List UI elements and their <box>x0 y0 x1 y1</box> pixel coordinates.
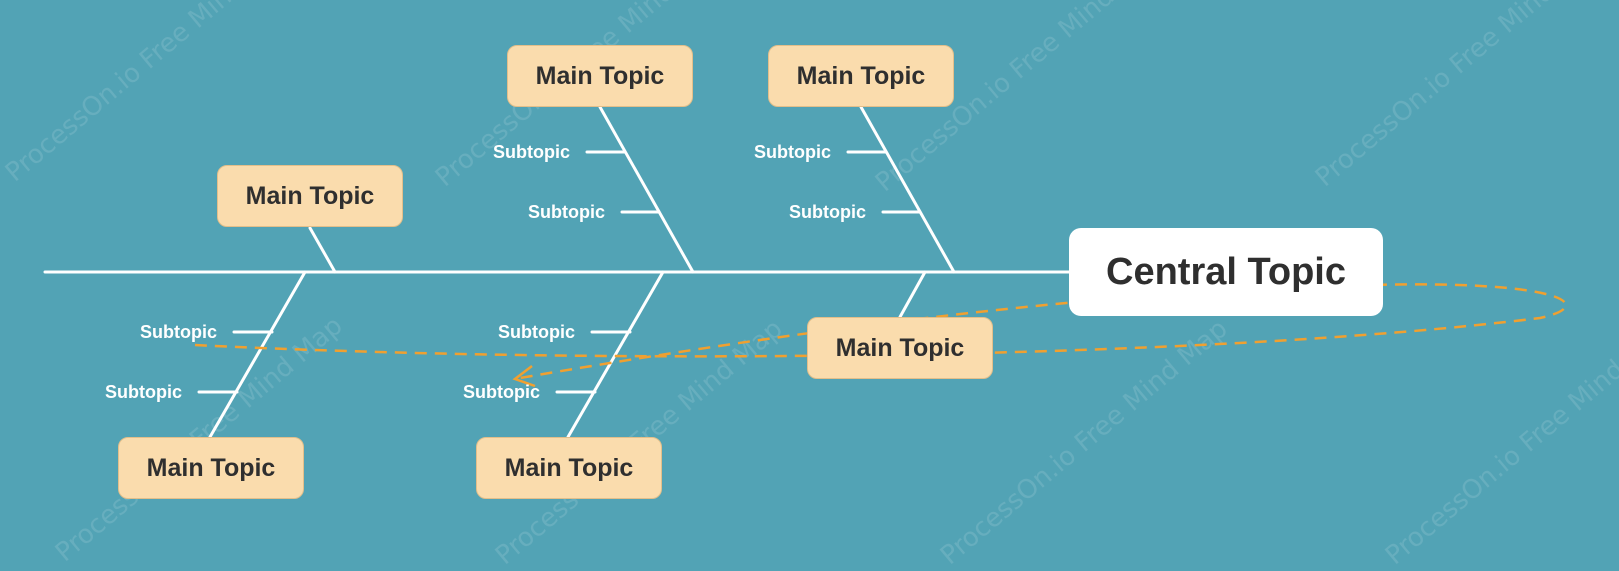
subtopic[interactable]: Subtopic <box>463 382 540 402</box>
subtopic[interactable]: Subtopic <box>754 142 831 162</box>
main-topic[interactable]: Main Topic <box>807 317 993 379</box>
main-topic[interactable]: Main Topic <box>476 437 662 499</box>
branch-bone <box>898 270 927 319</box>
main-topic[interactable]: Main Topic <box>217 165 403 227</box>
subtopic[interactable]: Subtopic <box>105 382 182 402</box>
subtopic[interactable]: Subtopic <box>789 202 866 222</box>
subtopic[interactable]: Subtopic <box>498 322 575 342</box>
main-topic[interactable]: Main Topic <box>768 45 954 107</box>
branch-bone <box>208 270 307 439</box>
relation-arrow-icon <box>512 365 536 388</box>
main-topic-label: Main Topic <box>835 333 965 362</box>
main-topic-label: Main Topic <box>245 181 375 210</box>
branch-bone <box>308 226 337 274</box>
central-topic-label: Central Topic <box>1106 250 1346 293</box>
branch-bone <box>566 270 665 439</box>
subtopic[interactable]: Subtopic <box>528 202 605 222</box>
main-topic[interactable]: Main Topic <box>507 45 693 107</box>
branch-bone <box>598 105 695 274</box>
main-topic-label: Main Topic <box>535 61 665 90</box>
main-topic-label: Main Topic <box>146 453 276 482</box>
subtopic[interactable]: Subtopic <box>140 322 217 342</box>
main-topic-label: Main Topic <box>504 453 634 482</box>
branch-bone <box>859 105 956 274</box>
subtopic[interactable]: Subtopic <box>493 142 570 162</box>
main-topic[interactable]: Main Topic <box>118 437 304 499</box>
central-topic[interactable]: Central Topic <box>1069 228 1383 316</box>
main-topic-label: Main Topic <box>796 61 926 90</box>
